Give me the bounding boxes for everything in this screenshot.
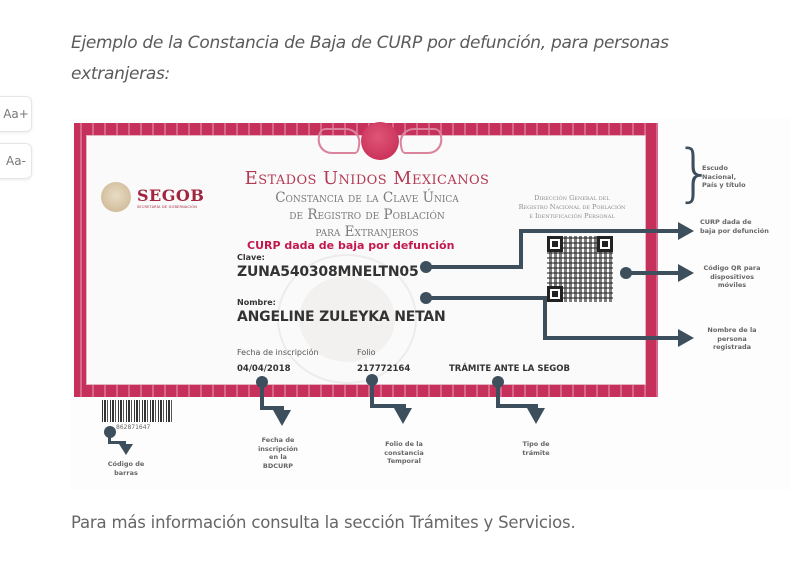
arrow-down-icon bbox=[119, 444, 133, 455]
annotation-line: barras bbox=[114, 468, 138, 477]
connector-line bbox=[370, 378, 374, 406]
connector-line bbox=[108, 430, 111, 444]
font-increase-button[interactable]: Aa+ bbox=[0, 96, 32, 132]
fecha-label: Fecha de inscripción bbox=[237, 348, 319, 357]
annotation-line: Nacional, bbox=[702, 172, 737, 181]
connector-line bbox=[543, 336, 681, 340]
national-seal-icon bbox=[314, 122, 446, 162]
title-line-4: para Extranjeros bbox=[315, 224, 419, 240]
brace-icon: } bbox=[675, 136, 715, 209]
connector-line bbox=[426, 265, 522, 269]
connector-line bbox=[260, 406, 284, 410]
qr-finder-icon bbox=[597, 236, 613, 252]
arrow-down-icon bbox=[527, 408, 545, 424]
nombre-value: ANGELINE ZULEYKA NETAN bbox=[237, 309, 446, 325]
segob-wordmark: SEGOB bbox=[137, 185, 205, 205]
annotation-line: Nombre de la bbox=[707, 326, 757, 334]
qr-code-icon bbox=[547, 236, 613, 302]
connector-line bbox=[496, 404, 538, 408]
annotation-line: móviles bbox=[717, 281, 747, 289]
status-banner: CURP dada de baja por defunción bbox=[247, 239, 455, 252]
annotation-codigo-barras: Código de barras bbox=[100, 460, 152, 477]
arrow-right-icon bbox=[678, 264, 694, 282]
title-country: Estados Unidos Mexicanos bbox=[244, 168, 490, 189]
annotation-line: en la bbox=[269, 453, 287, 461]
annotation-qr: Código QR para dispositivos móviles bbox=[692, 264, 772, 290]
arrow-down-icon bbox=[273, 410, 291, 426]
connector-line bbox=[543, 296, 547, 338]
font-decrease-button[interactable]: Aa- bbox=[0, 143, 32, 179]
nombre-label: Nombre: bbox=[237, 298, 276, 307]
qr-finder-icon bbox=[547, 286, 563, 302]
annotation-line: dispositivos bbox=[710, 272, 754, 281]
connector-line bbox=[519, 229, 523, 269]
annotation-curp-baja: CURP dada de baja por defunción bbox=[700, 218, 769, 235]
annotation-folio: Folio de la constancia Temporal bbox=[372, 440, 436, 466]
seal-emblem-icon bbox=[361, 122, 399, 160]
watermark-seal-icon bbox=[277, 254, 417, 384]
annotation-fecha: Fecha de inscripción en la BDCURP bbox=[246, 436, 310, 470]
folio-value: 217772164 bbox=[357, 364, 411, 374]
barcode-icon bbox=[102, 400, 174, 422]
annotation-line: Temporal bbox=[387, 457, 421, 465]
annotation-line: País y título bbox=[702, 181, 746, 189]
annotation-line: persona bbox=[717, 334, 747, 343]
folio-label: Folio bbox=[357, 348, 376, 357]
annotation-escudo: Escudo Nacional, País y título bbox=[702, 164, 746, 190]
directorate-line-2: Registro Nacional de Población bbox=[518, 203, 626, 211]
connector-line bbox=[426, 296, 546, 300]
certificate-border: SEGOB SECRETARÍA DE GOBERNACIÓN Estados … bbox=[74, 122, 658, 397]
more-info-text: Para más información consulta la sección… bbox=[71, 513, 576, 532]
annotation-line: BDCURP bbox=[262, 461, 294, 470]
annotation-line: Código QR para bbox=[703, 264, 761, 272]
annotation-nombre: Nombre de la persona registrada bbox=[692, 326, 772, 352]
arrow-down-icon bbox=[394, 408, 412, 424]
segob-emblem-icon bbox=[101, 182, 131, 212]
annotation-line: registrada bbox=[712, 343, 752, 351]
segob-logo: SEGOB SECRETARÍA DE GOBERNACIÓN bbox=[101, 182, 204, 212]
barcode-number: 862871647 bbox=[116, 424, 151, 431]
fecha-value: 04/04/2018 bbox=[237, 364, 291, 374]
annotation-line: trámite bbox=[522, 448, 550, 457]
annotation-tipo: Tipo de trámite bbox=[508, 440, 564, 457]
annotation-line: Código de bbox=[107, 460, 145, 468]
annotation-line: inscripción bbox=[258, 444, 298, 453]
connector-line bbox=[626, 271, 682, 275]
segob-subtitle: SECRETARÍA DE GOBERNACIÓN bbox=[137, 204, 198, 209]
arrow-right-icon bbox=[678, 329, 694, 347]
qr-finder-icon bbox=[547, 236, 563, 252]
annotation-line: CURP dada de bbox=[700, 218, 752, 226]
clave-value: ZUNA540308MNELTN05 bbox=[237, 264, 419, 280]
directorate-line-1: Dirección General del bbox=[534, 194, 610, 202]
certificate-figure: SEGOB SECRETARÍA DE GOBERNACIÓN Estados … bbox=[70, 118, 790, 490]
certificate-body: SEGOB SECRETARÍA DE GOBERNACIÓN Estados … bbox=[86, 122, 646, 385]
connector-line bbox=[496, 380, 500, 406]
annotation-line: Escudo bbox=[702, 164, 728, 172]
annotation-line: Tipo de bbox=[522, 440, 550, 448]
arrow-right-icon bbox=[678, 222, 694, 240]
directorate-line-3: e Identificación Personal bbox=[529, 212, 615, 220]
seal-wing-right-icon bbox=[396, 128, 446, 154]
annotation-line: Folio de la bbox=[385, 440, 423, 448]
connector-line bbox=[260, 380, 264, 410]
seal-wing-left-icon bbox=[314, 128, 364, 154]
annotation-line: Fecha de bbox=[261, 436, 295, 444]
clave-label: Clave: bbox=[237, 253, 265, 262]
title-line-3: de Registro de Población bbox=[289, 207, 445, 223]
annotation-line: baja por defunción bbox=[700, 226, 769, 235]
connector-line bbox=[370, 404, 406, 408]
directorate-block: Dirección General del Registro Nacional … bbox=[507, 194, 637, 221]
certificate-title: Estados Unidos Mexicanos Constancia de l… bbox=[217, 168, 517, 241]
annotation-line: constancia bbox=[384, 448, 424, 457]
tramite-value: TRÁMITE ANTE LA SEGOB bbox=[449, 364, 570, 374]
intro-caption: Ejemplo de la Constancia de Baja de CURP… bbox=[71, 33, 669, 84]
connector-line bbox=[108, 441, 126, 444]
connector-line bbox=[519, 229, 681, 233]
title-line-2: Constancia de la Clave Única bbox=[275, 190, 459, 206]
